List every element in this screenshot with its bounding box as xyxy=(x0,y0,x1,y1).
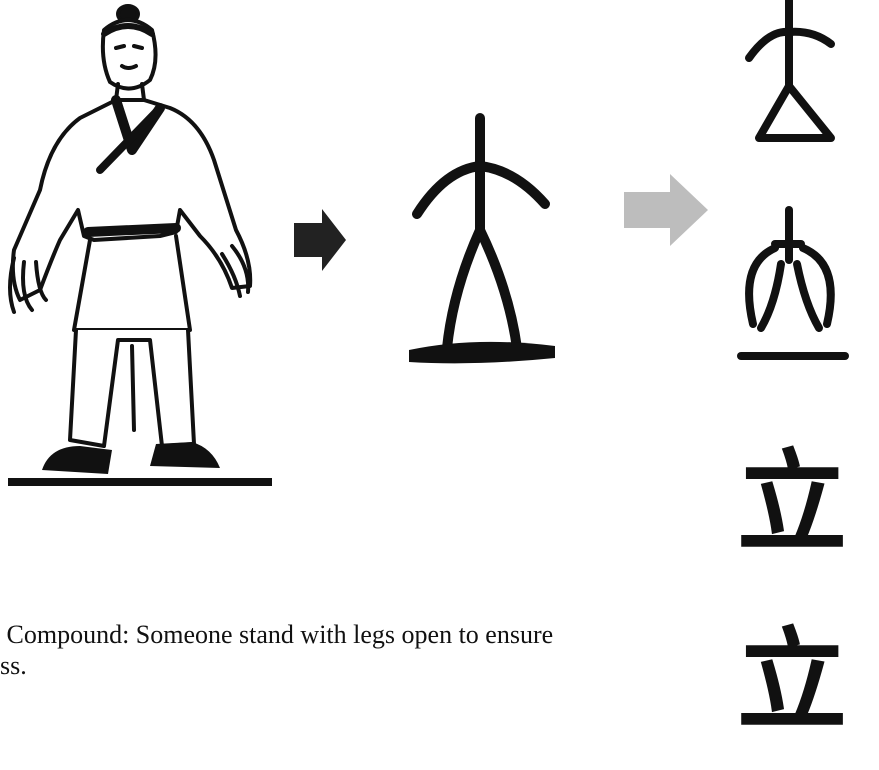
pictograph-standing-figure xyxy=(395,110,565,370)
seal-script-glyph xyxy=(735,204,855,369)
caption: Compound: Someone stand with legs open t… xyxy=(0,619,700,681)
clerical-script-glyph: 立 xyxy=(705,448,879,558)
standing-person-illustration xyxy=(0,0,280,500)
caption-line-1: Compound: Someone stand with legs open t… xyxy=(0,619,700,650)
regular-script-glyph: 立 xyxy=(705,626,879,736)
arrow-right-grey-icon xyxy=(618,170,713,250)
script-evolution-column: 立 立 xyxy=(705,0,879,770)
arrow-right-dark-icon xyxy=(290,205,350,275)
caption-line-2: ss. xyxy=(0,650,700,681)
oracle-bone-glyph xyxy=(729,0,849,150)
